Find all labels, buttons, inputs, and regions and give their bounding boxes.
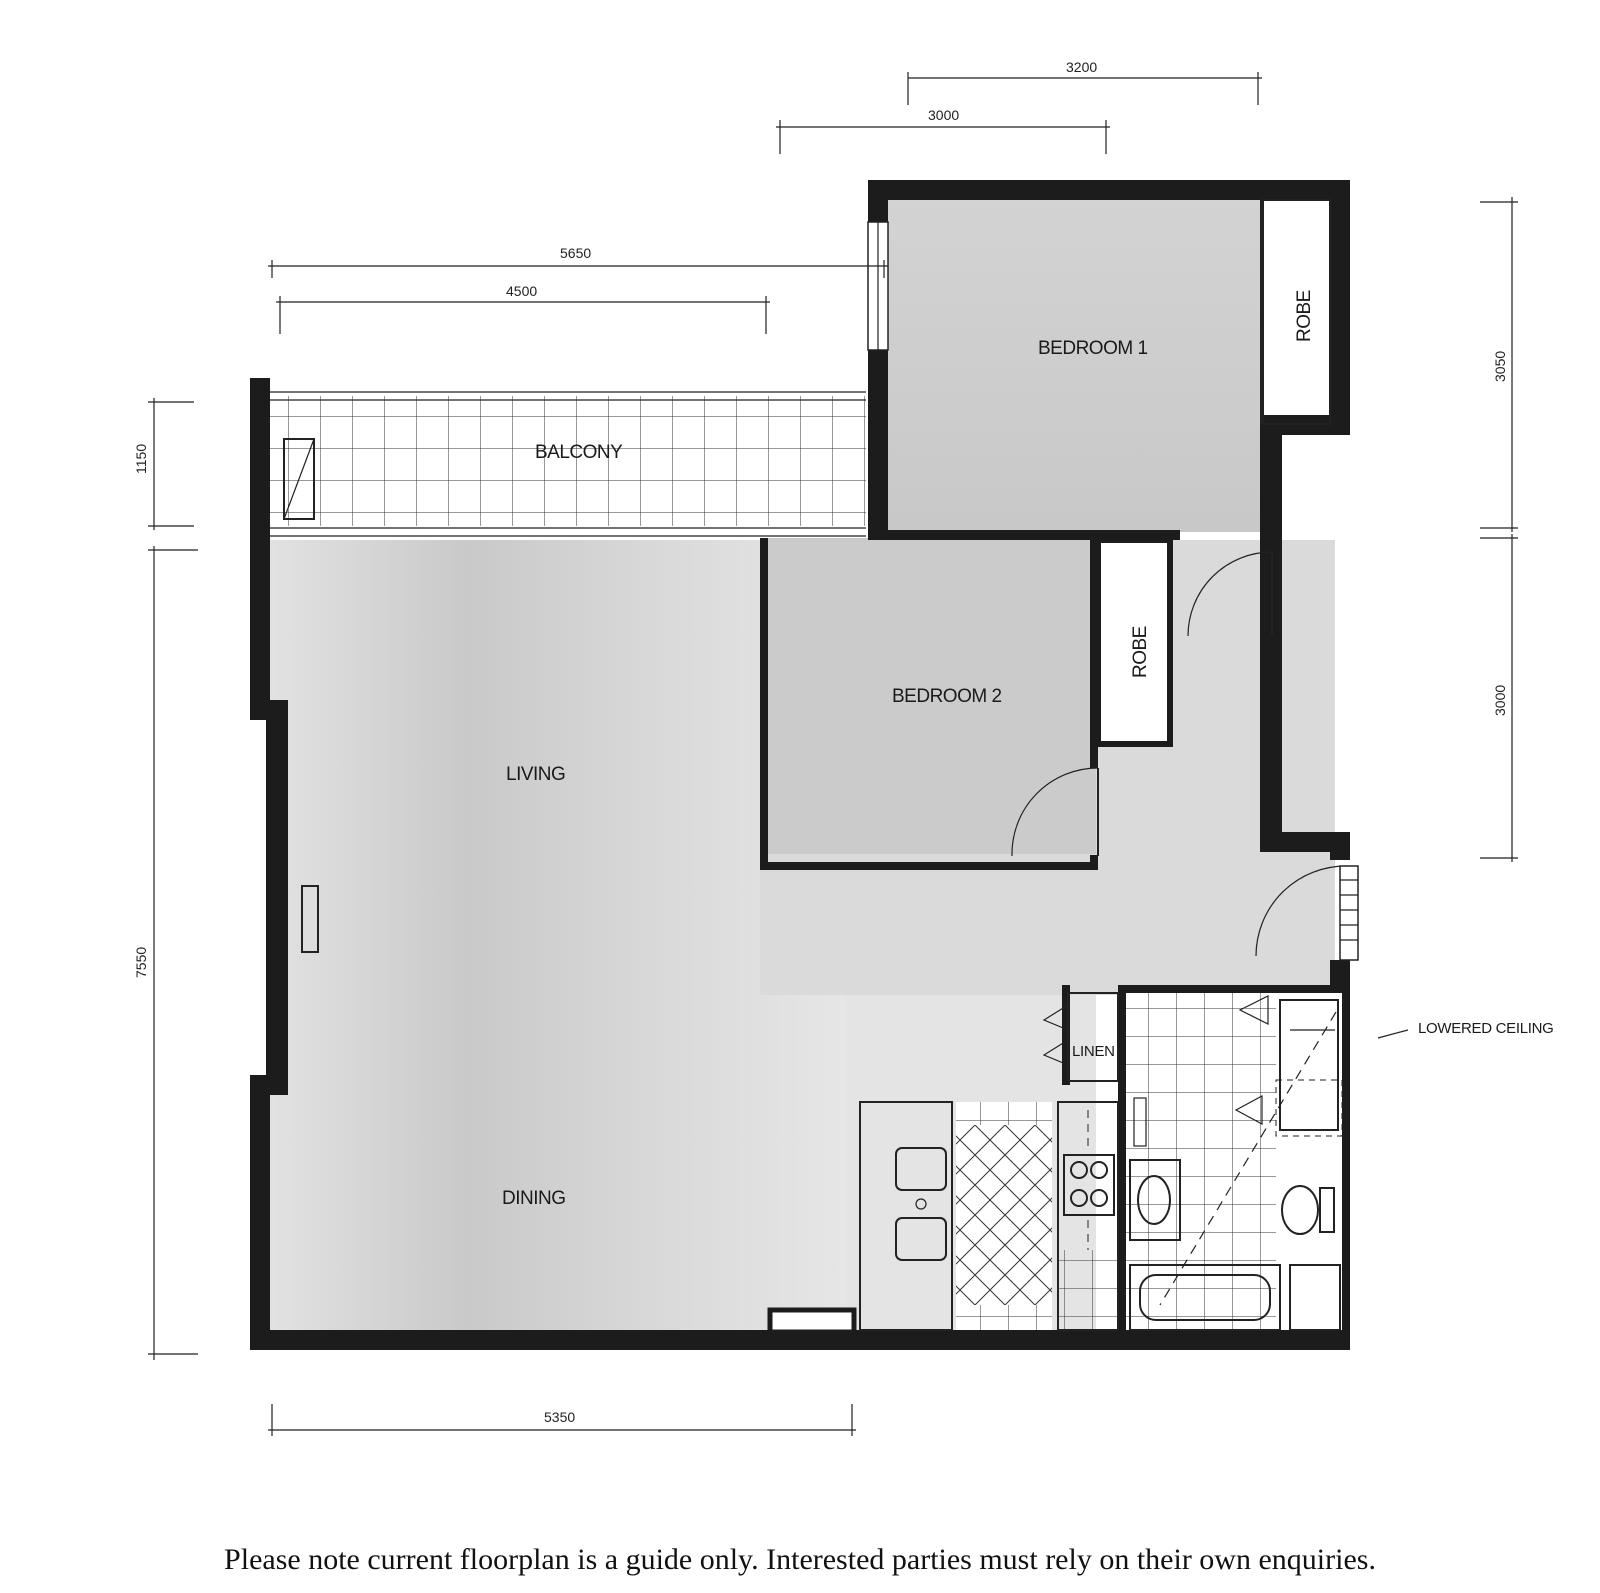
bedroom1-floor bbox=[888, 197, 1261, 532]
vanity bbox=[1129, 1159, 1181, 1241]
robe2-label: ROBE bbox=[1130, 626, 1151, 678]
living-wall-niche bbox=[301, 885, 319, 953]
robe1-label: ROBE bbox=[1294, 290, 1315, 342]
bathroom bbox=[1126, 993, 1343, 1331]
bathtub bbox=[1129, 1264, 1281, 1331]
shower bbox=[1279, 999, 1339, 1131]
bedroom2-label: BEDROOM 2 bbox=[892, 686, 1002, 707]
towel-rail bbox=[1133, 1097, 1147, 1147]
cooktop-burner bbox=[1090, 1161, 1108, 1179]
cooktop bbox=[1063, 1154, 1115, 1216]
dim-4500: 4500 bbox=[506, 283, 537, 299]
kitchen bbox=[767, 1101, 1119, 1335]
balcony-label: BALCONY bbox=[535, 442, 623, 463]
kitchen-sink-2 bbox=[895, 1217, 947, 1261]
dining-label: DINING bbox=[502, 1188, 566, 1209]
pantry bbox=[767, 1307, 857, 1335]
cooktop-burner bbox=[1090, 1189, 1108, 1207]
toilet bbox=[1281, 1185, 1319, 1235]
dim-1150: 1150 bbox=[133, 444, 149, 474]
kitchen-sink bbox=[895, 1147, 947, 1191]
dimensions: 3200 3000 5650 4500 3050 3000 1150 bbox=[133, 59, 1518, 1436]
bedroom1-label: BEDROOM 1 bbox=[1038, 338, 1148, 359]
living-dining-floor bbox=[266, 540, 846, 1330]
bedroom2-robe bbox=[1095, 537, 1173, 747]
living-label: LIVING bbox=[506, 764, 565, 785]
walls bbox=[250, 180, 1350, 1350]
dim-5650: 5650 bbox=[560, 245, 591, 261]
bedroom2-floor bbox=[766, 538, 1096, 854]
balcony-area bbox=[268, 391, 866, 537]
balcony-ac-unit bbox=[283, 438, 315, 520]
room-labels: BEDROOM 1 BEDROOM 2 BALCONY LIVING DININ… bbox=[502, 290, 1554, 1209]
dim-3000-top: 3000 bbox=[928, 107, 959, 123]
dim-3000-right: 3000 bbox=[1492, 685, 1508, 716]
basin bbox=[1137, 1175, 1171, 1225]
bathroom-cupboard bbox=[1289, 1264, 1341, 1331]
dim-3050: 3050 bbox=[1492, 351, 1508, 382]
kitchen-bench bbox=[859, 1101, 953, 1331]
dim-7550: 7550 bbox=[133, 947, 149, 978]
lowered-ceiling-label: LOWERED CEILING bbox=[1418, 1020, 1554, 1037]
doors bbox=[867, 221, 1359, 1079]
bedroom1-robe bbox=[1260, 199, 1331, 425]
dim-3200: 3200 bbox=[1066, 59, 1097, 75]
cooktop-burner bbox=[1070, 1189, 1088, 1207]
floorplan-disclaimer: Please note current floorplan is a guide… bbox=[224, 1543, 1376, 1576]
cooktop-burner bbox=[1070, 1161, 1088, 1179]
linen-cupboard bbox=[1042, 992, 1119, 1082]
dim-5350: 5350 bbox=[544, 1409, 575, 1425]
linen-label: LINEN bbox=[1072, 1043, 1115, 1060]
